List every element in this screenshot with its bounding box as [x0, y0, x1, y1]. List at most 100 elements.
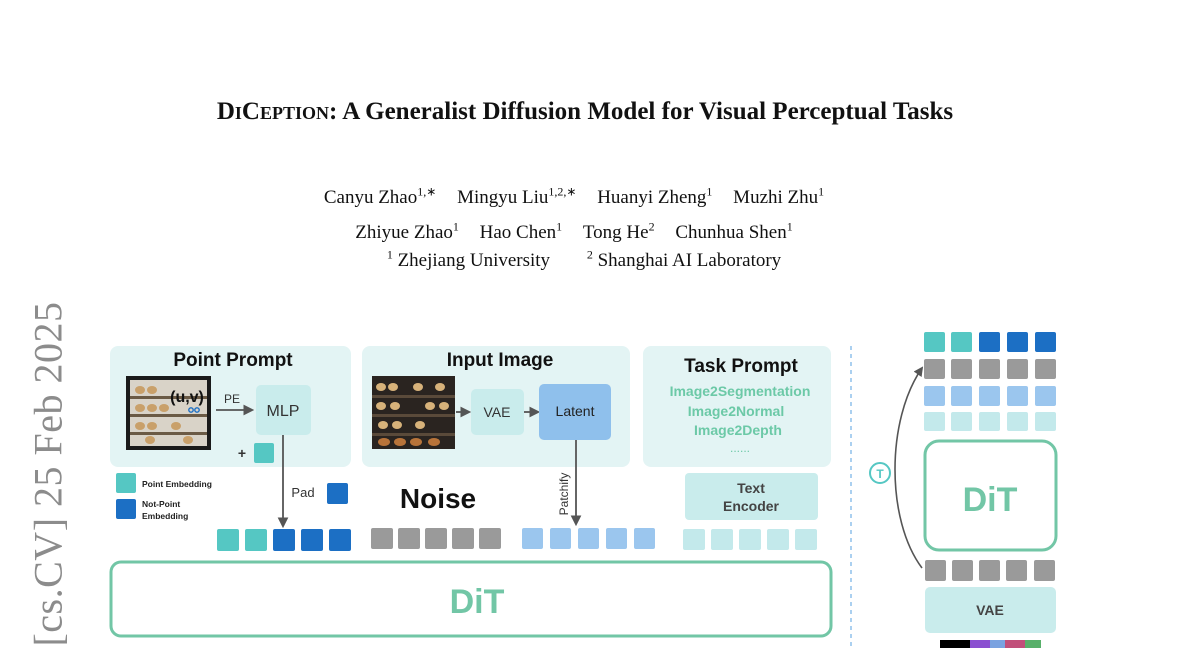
point-token — [301, 529, 323, 551]
noise-token — [924, 359, 945, 379]
author: Mingyu Liu1,2,∗ — [457, 185, 577, 209]
author: Chunhua Shen1 — [675, 219, 793, 243]
task-image2normal: Image2Normal — [688, 403, 784, 419]
author-line-1: Canyu Zhao1,∗ Mingyu Liu1,2,∗ Huanyi Zhe… — [0, 178, 1148, 212]
text-encoder-label-2: Encoder — [723, 498, 780, 514]
point-token-row — [217, 529, 351, 551]
timestep-icon — [869, 462, 891, 484]
noise-token — [979, 359, 1000, 379]
affiliation: 2 Shanghai AI Laboratory — [586, 248, 782, 272]
output-token — [979, 332, 1000, 352]
text-token — [951, 412, 972, 431]
text-token-row — [683, 529, 817, 550]
legend-point-swatch — [116, 473, 136, 493]
output-token — [924, 332, 945, 352]
output-token — [1035, 332, 1056, 352]
point-token — [217, 529, 239, 551]
point-prompt-photo — [126, 376, 211, 450]
legend-not-point-label-1: Not-Point — [142, 499, 180, 509]
text-token — [739, 529, 761, 550]
dit-main-block — [109, 560, 833, 638]
author: Tong He2 — [582, 219, 655, 243]
right-noise-token-row — [924, 359, 1056, 379]
noise-token — [1006, 560, 1027, 581]
point-token — [245, 529, 267, 551]
noise-token — [951, 359, 972, 379]
point-marker-icon — [188, 407, 194, 413]
mlp-box — [256, 385, 311, 435]
point-marker-icon — [194, 407, 200, 413]
noise-token — [479, 528, 501, 549]
loop-arrow — [894, 366, 924, 569]
latent-token — [1007, 386, 1028, 406]
noise-token — [1035, 359, 1056, 379]
vae-right-box — [925, 587, 1056, 633]
pad-label: Pad — [291, 485, 314, 500]
latent-token — [578, 528, 599, 549]
latent-token-row — [522, 528, 655, 549]
text-token — [1035, 412, 1056, 431]
text-token — [979, 412, 1000, 431]
task-prompt-title: Task Prompt — [684, 356, 798, 377]
latent-token — [951, 386, 972, 406]
latent-token — [634, 528, 655, 549]
text-token — [683, 529, 705, 550]
latent-box — [539, 384, 611, 440]
affiliations: 1 Zhejiang University 2 Shanghai AI Labo… — [0, 248, 1168, 272]
noise-token — [1007, 359, 1028, 379]
author: Canyu Zhao1,∗ — [323, 185, 437, 209]
input-image-photo — [372, 376, 455, 449]
point-coord-label: (u,v) — [170, 389, 204, 406]
input-image-title: Input Image — [447, 350, 554, 371]
noise-token — [425, 528, 447, 549]
right-latent-token-row — [924, 386, 1056, 406]
right-bottom-noise-token-row — [925, 560, 1055, 581]
point-token — [273, 529, 295, 551]
latent-token — [550, 528, 571, 549]
author: Hao Chen1 — [479, 219, 563, 243]
latent-token — [979, 386, 1000, 406]
dit-right-block — [923, 439, 1058, 552]
author: Huanyi Zheng1 — [597, 185, 713, 209]
noise-token — [979, 560, 1000, 581]
title-subtitle: : A Generalist Diffusion Model for Visua… — [329, 98, 954, 125]
task-image2depth: Image2Depth — [694, 422, 782, 438]
right-output-token-row — [924, 332, 1056, 352]
paper-title: DiCeption: A Generalist Diffusion Model … — [0, 98, 1170, 126]
vae-right-label: VAE — [976, 602, 1004, 618]
text-encoder-label-1: Text — [737, 480, 765, 496]
text-token — [924, 412, 945, 431]
dit-main-label: DiT — [450, 583, 505, 621]
noise-token-row — [371, 528, 501, 549]
pad-token — [327, 483, 348, 504]
author-list: Canyu Zhao1,∗ Mingyu Liu1,2,∗ Huanyi Zhe… — [0, 178, 1148, 247]
latent-token — [1035, 386, 1056, 406]
point-token — [329, 529, 351, 551]
plus-sign: + — [238, 445, 246, 461]
pe-label: PE — [224, 392, 240, 406]
noise-label: Noise — [400, 483, 476, 514]
latent-token — [522, 528, 543, 549]
text-encoder-box — [685, 473, 818, 520]
text-token — [795, 529, 817, 550]
right-text-token-row — [924, 412, 1056, 431]
author: Zhiyue Zhao1 — [355, 219, 459, 243]
timestep-label: T — [876, 467, 884, 481]
noise-token — [952, 560, 973, 581]
text-token — [1007, 412, 1028, 431]
task-image2segmentation: Image2Segmentation — [670, 383, 811, 399]
point-embedding-token — [254, 443, 274, 463]
latent-label: Latent — [556, 403, 595, 419]
mlp-label: MLP — [267, 403, 300, 420]
noise-token — [1034, 560, 1055, 581]
task-ellipsis: ...... — [730, 441, 750, 455]
affiliation: 1 Zhejiang University — [386, 248, 551, 272]
latent-token — [606, 528, 627, 549]
legend-not-point-label-2: Embedding — [142, 511, 188, 521]
output-token — [1007, 332, 1028, 352]
noise-token — [371, 528, 393, 549]
text-token — [767, 529, 789, 550]
point-prompt-title: Point Prompt — [173, 350, 293, 371]
dit-right-label: DiT — [963, 481, 1018, 519]
